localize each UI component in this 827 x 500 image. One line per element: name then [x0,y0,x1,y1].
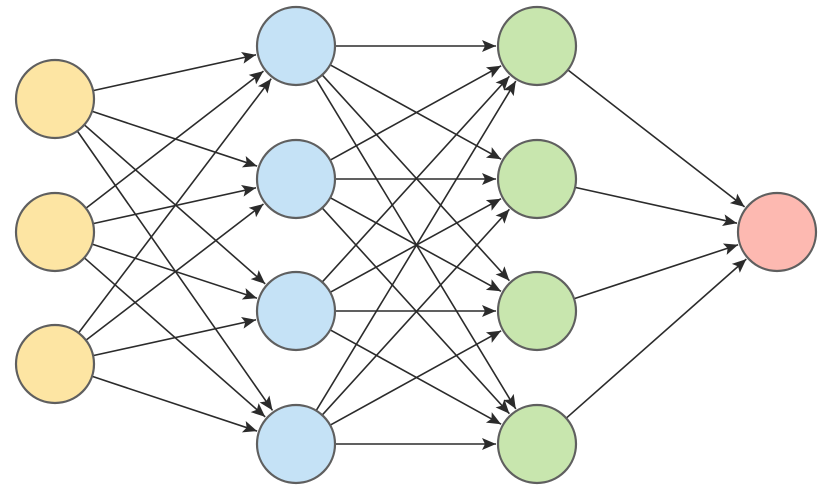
edge-input-3-to-hidden-1-3 [92,316,257,357]
hidden-2-node-3 [496,270,578,352]
input-node-3 [14,323,96,405]
edge-hidden-2-1-to-output-1 [567,69,746,208]
edge-hidden-1-3-to-hidden-2-4 [329,329,502,425]
hidden-1-node-3 [255,270,337,352]
edge-hidden-1-2-to-hidden-2-3 [329,196,502,293]
hidden-1-node-1 [255,5,337,87]
edge-input-3-to-hidden-1-2 [85,203,264,341]
network-nodes [14,5,818,485]
edge-input-1-to-hidden-1-3 [83,124,266,285]
edge-hidden-2-4-to-output-1 [565,258,747,419]
edge-input-1-to-hidden-1-1 [92,51,257,92]
edge-hidden-1-4-to-hidden-2-1 [315,80,517,412]
edge-input-1-to-hidden-1-2 [91,110,258,168]
hidden-2-node-4 [496,403,578,485]
edge-hidden-1-1-to-hidden-2-2 [329,64,502,160]
connection-edges [76,40,747,450]
edge-hidden-1-4-to-hidden-2-2 [321,208,510,416]
hidden-1-node-2 [255,138,337,220]
edge-hidden-1-3-to-hidden-2-1 [321,75,510,283]
input-node-2 [14,191,96,273]
output-node-1 [736,191,818,273]
edge-input-2-to-hidden-1-1 [85,70,264,209]
edge-hidden-1-1-to-hidden-2-3 [321,74,510,282]
edge-input-2-to-hidden-1-3 [91,243,258,300]
hidden-2-node-2 [496,138,578,220]
hidden-1-node-4 [255,403,337,485]
edge-input-3-to-hidden-1-4 [91,375,258,433]
edge-hidden-2-3-to-output-1 [573,243,739,300]
edge-hidden-1-4-to-hidden-2-3 [329,330,502,426]
edge-input-3-to-hidden-1-1 [77,78,272,334]
edge-hidden-2-2-to-output-1 [574,186,738,227]
input-node-1 [14,58,96,140]
edge-hidden-1-2-to-hidden-2-1 [329,65,502,161]
hidden-2-node-1 [496,5,578,87]
